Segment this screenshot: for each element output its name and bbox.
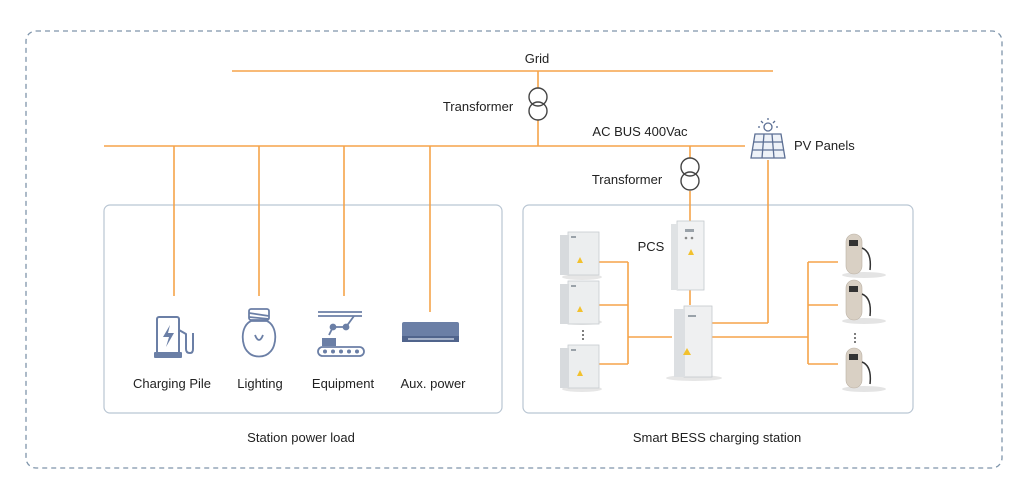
transformer-top-icon — [528, 87, 548, 121]
transformer-pcs-label: Transformer — [592, 172, 663, 187]
group-label-station-power-load: Station power load — [247, 430, 355, 445]
transformer-pcs-icon — [680, 157, 700, 191]
air-conditioner-icon — [402, 322, 459, 342]
group-label-smart-bess: Smart BESS charging station — [633, 430, 801, 445]
load-label-charging-pile: Charging Pile — [133, 376, 211, 391]
robot-arm-conveyor-icon — [317, 311, 365, 357]
ac-bus-label: AC BUS 400Vac — [592, 124, 688, 139]
charger-3 — [842, 347, 886, 392]
charger-1 — [842, 233, 886, 278]
pcs-cabinet — [671, 220, 705, 291]
outer-frame — [25, 30, 1003, 469]
transformer-top-label: Transformer — [443, 99, 514, 114]
battery-cabinet-3 — [560, 344, 602, 392]
wiring — [104, 70, 838, 365]
pcs-label: PCS — [638, 239, 665, 254]
smart-bess-box — [522, 204, 914, 414]
ellipsis-dots-right — [854, 333, 856, 343]
bess-cabinet — [666, 305, 722, 381]
load-label-equipment: Equipment — [312, 376, 375, 391]
load-label-aux-power: Aux. power — [400, 376, 466, 391]
charger-2 — [842, 279, 886, 324]
pv-panels-label: PV Panels — [794, 138, 855, 153]
ellipsis-dots-left — [582, 330, 584, 340]
charging-pile-icon — [154, 316, 194, 358]
load-label-lighting: Lighting — [237, 376, 283, 391]
pv-panel-icon — [750, 118, 786, 159]
light-bulb-icon — [241, 308, 277, 358]
grid-label: Grid — [525, 51, 550, 66]
station-power-load-box — [103, 204, 503, 414]
battery-cabinet-2 — [560, 280, 602, 325]
battery-cabinet-1 — [560, 231, 602, 280]
